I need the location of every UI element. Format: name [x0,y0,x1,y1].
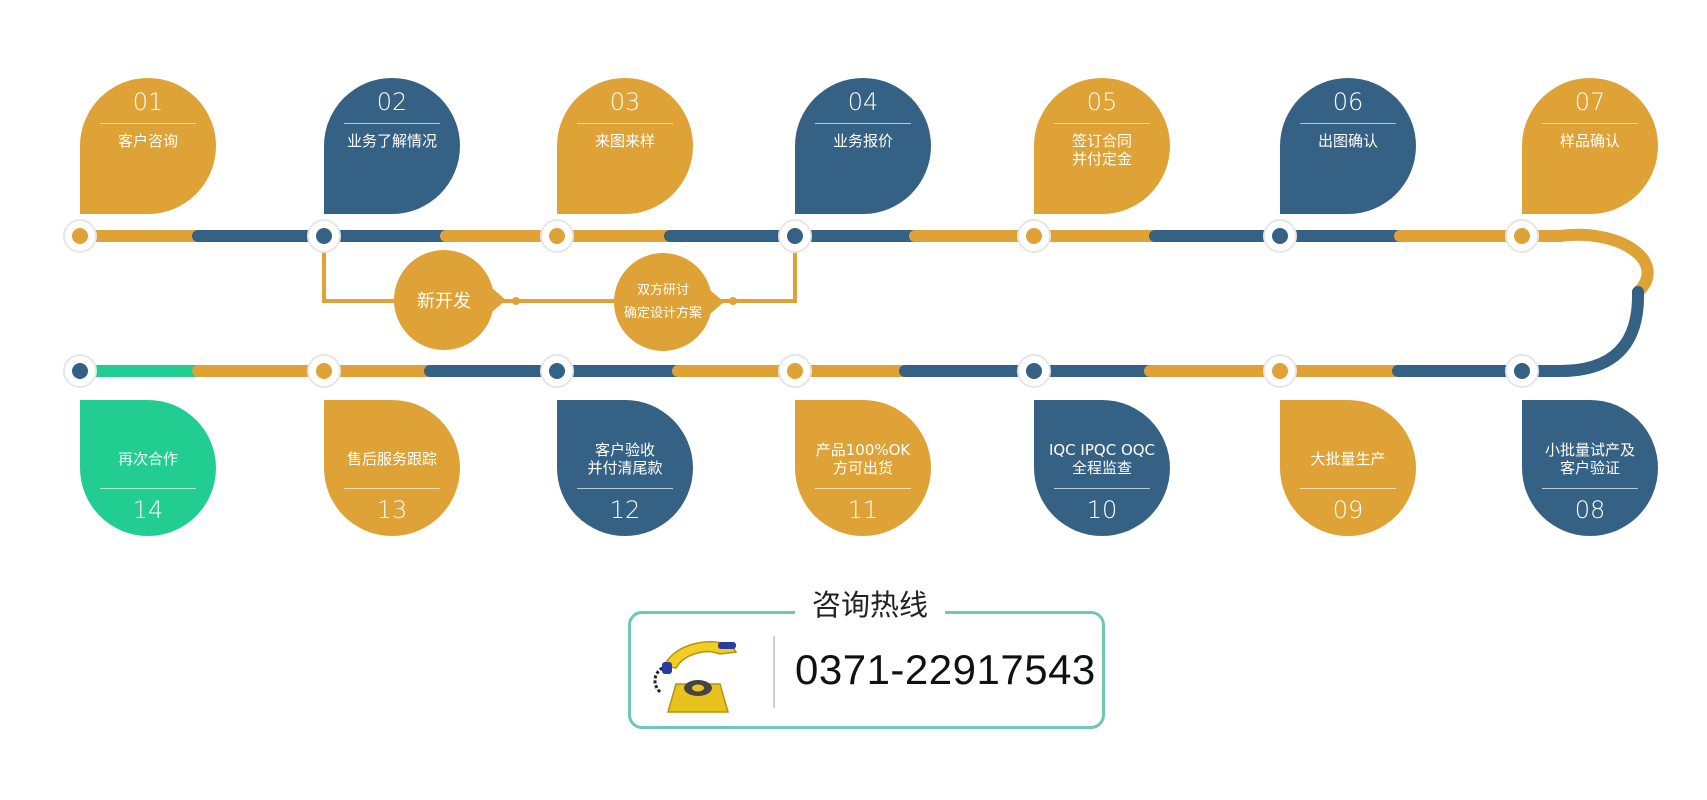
step-number: 11 [847,496,879,524]
track-node-dot [1514,228,1530,244]
step-label: 小批量试产及 客户验证 [1544,441,1635,477]
new-development-label: 新开发 [417,291,471,312]
step-number: 13 [376,496,408,524]
step-label: 再次合作 [117,450,178,468]
branch-connector [322,236,797,303]
track-node-dot [316,363,332,379]
hotline-title: 咨询热线 [795,585,945,625]
step-number: 08 [1574,496,1606,524]
step-label: 业务报价 [832,132,893,150]
step-label: 产品100%OK 方可出货 [815,441,911,477]
step-label: 来图来样 [594,132,655,150]
hotline-divider [773,636,775,708]
step-label: 业务了解情况 [346,132,437,150]
track-node-dot [72,228,88,244]
track-node-dot [549,363,565,379]
joint-design-label: 双方研讨 确定设计方案 [623,283,702,321]
step-number: 14 [132,496,164,524]
track-node-dot [549,228,565,244]
step-card: 04 业务报价 [795,78,931,214]
step-label: IQC IPQC OQC 全程监查 [1048,441,1156,477]
track-node-dot [316,228,332,244]
step-label: 售后服务跟踪 [346,450,437,468]
step-card: 产品100%OK 方可出货 11 [795,400,931,536]
track-curve [1554,286,1645,377]
step-card: 02 业务了解情况 [324,78,460,214]
step-number: 12 [609,496,641,524]
hotline-number[interactable]: 0371-22917543 [795,646,1096,693]
step-label: 样品确认 [1559,132,1620,150]
step-label: 大批量生产 [1310,450,1386,468]
step-number: 05 [1086,88,1118,116]
step-card: 再次合作 14 [80,400,216,536]
step-card: 06 出图确认 [1280,78,1416,214]
track-node-dot [1272,363,1288,379]
step-divider [100,123,196,124]
step-card: 客户验收 并付清尾款 12 [557,400,693,536]
step-card: 售后服务跟踪 13 [324,400,460,536]
step-number: 04 [847,88,879,116]
step-label: 客户验收 并付清尾款 [587,441,663,477]
step-divider [1300,488,1396,489]
step-divider [1542,123,1638,124]
step-card: 01 客户咨询 [80,78,216,214]
step-divider [344,123,440,124]
step-label: 客户咨询 [117,132,178,150]
track-node-dot [1272,228,1288,244]
step-divider [1300,123,1396,124]
step-divider [344,488,440,489]
step-card: IQC IPQC OQC 全程监查 10 [1034,400,1170,536]
track-node-dot [72,363,88,379]
step-number: 02 [376,88,408,116]
new-development-bubble: 新开发 [394,250,506,350]
step-divider [1054,488,1150,489]
track-node-dot [787,363,803,379]
step-label: 签订合同 并付定金 [1071,132,1132,168]
joint-design-bubble: 双方研讨 确定设计方案 [614,253,724,351]
step-number: 07 [1574,88,1606,116]
branch-dot [512,297,520,305]
step-divider [815,488,911,489]
step-card: 小批量试产及 客户验证 08 [1522,400,1658,536]
track-node-dot [787,228,803,244]
step-number: 10 [1086,496,1118,524]
step-divider [577,488,673,489]
telephone-icon [653,641,738,713]
step-divider [577,123,673,124]
step-card: 大批量生产 09 [1280,400,1416,536]
track-node-dot [1514,363,1530,379]
track-curve [1554,228,1654,298]
step-divider [100,488,196,489]
step-label: 出图确认 [1317,132,1378,150]
branch-dot [729,297,737,305]
step-number: 03 [609,88,641,116]
step-card: 03 来图来样 [557,78,693,214]
step-card: 07 样品确认 [1522,78,1658,214]
step-card: 05 签订合同 并付定金 [1034,78,1170,214]
step-number: 01 [132,88,164,116]
step-divider [1542,488,1638,489]
step-divider [815,123,911,124]
step-divider [1054,123,1150,124]
step-number: 06 [1332,88,1364,116]
step-number: 09 [1332,496,1364,524]
track-node-dot [1026,363,1042,379]
track-node-dot [1026,228,1042,244]
